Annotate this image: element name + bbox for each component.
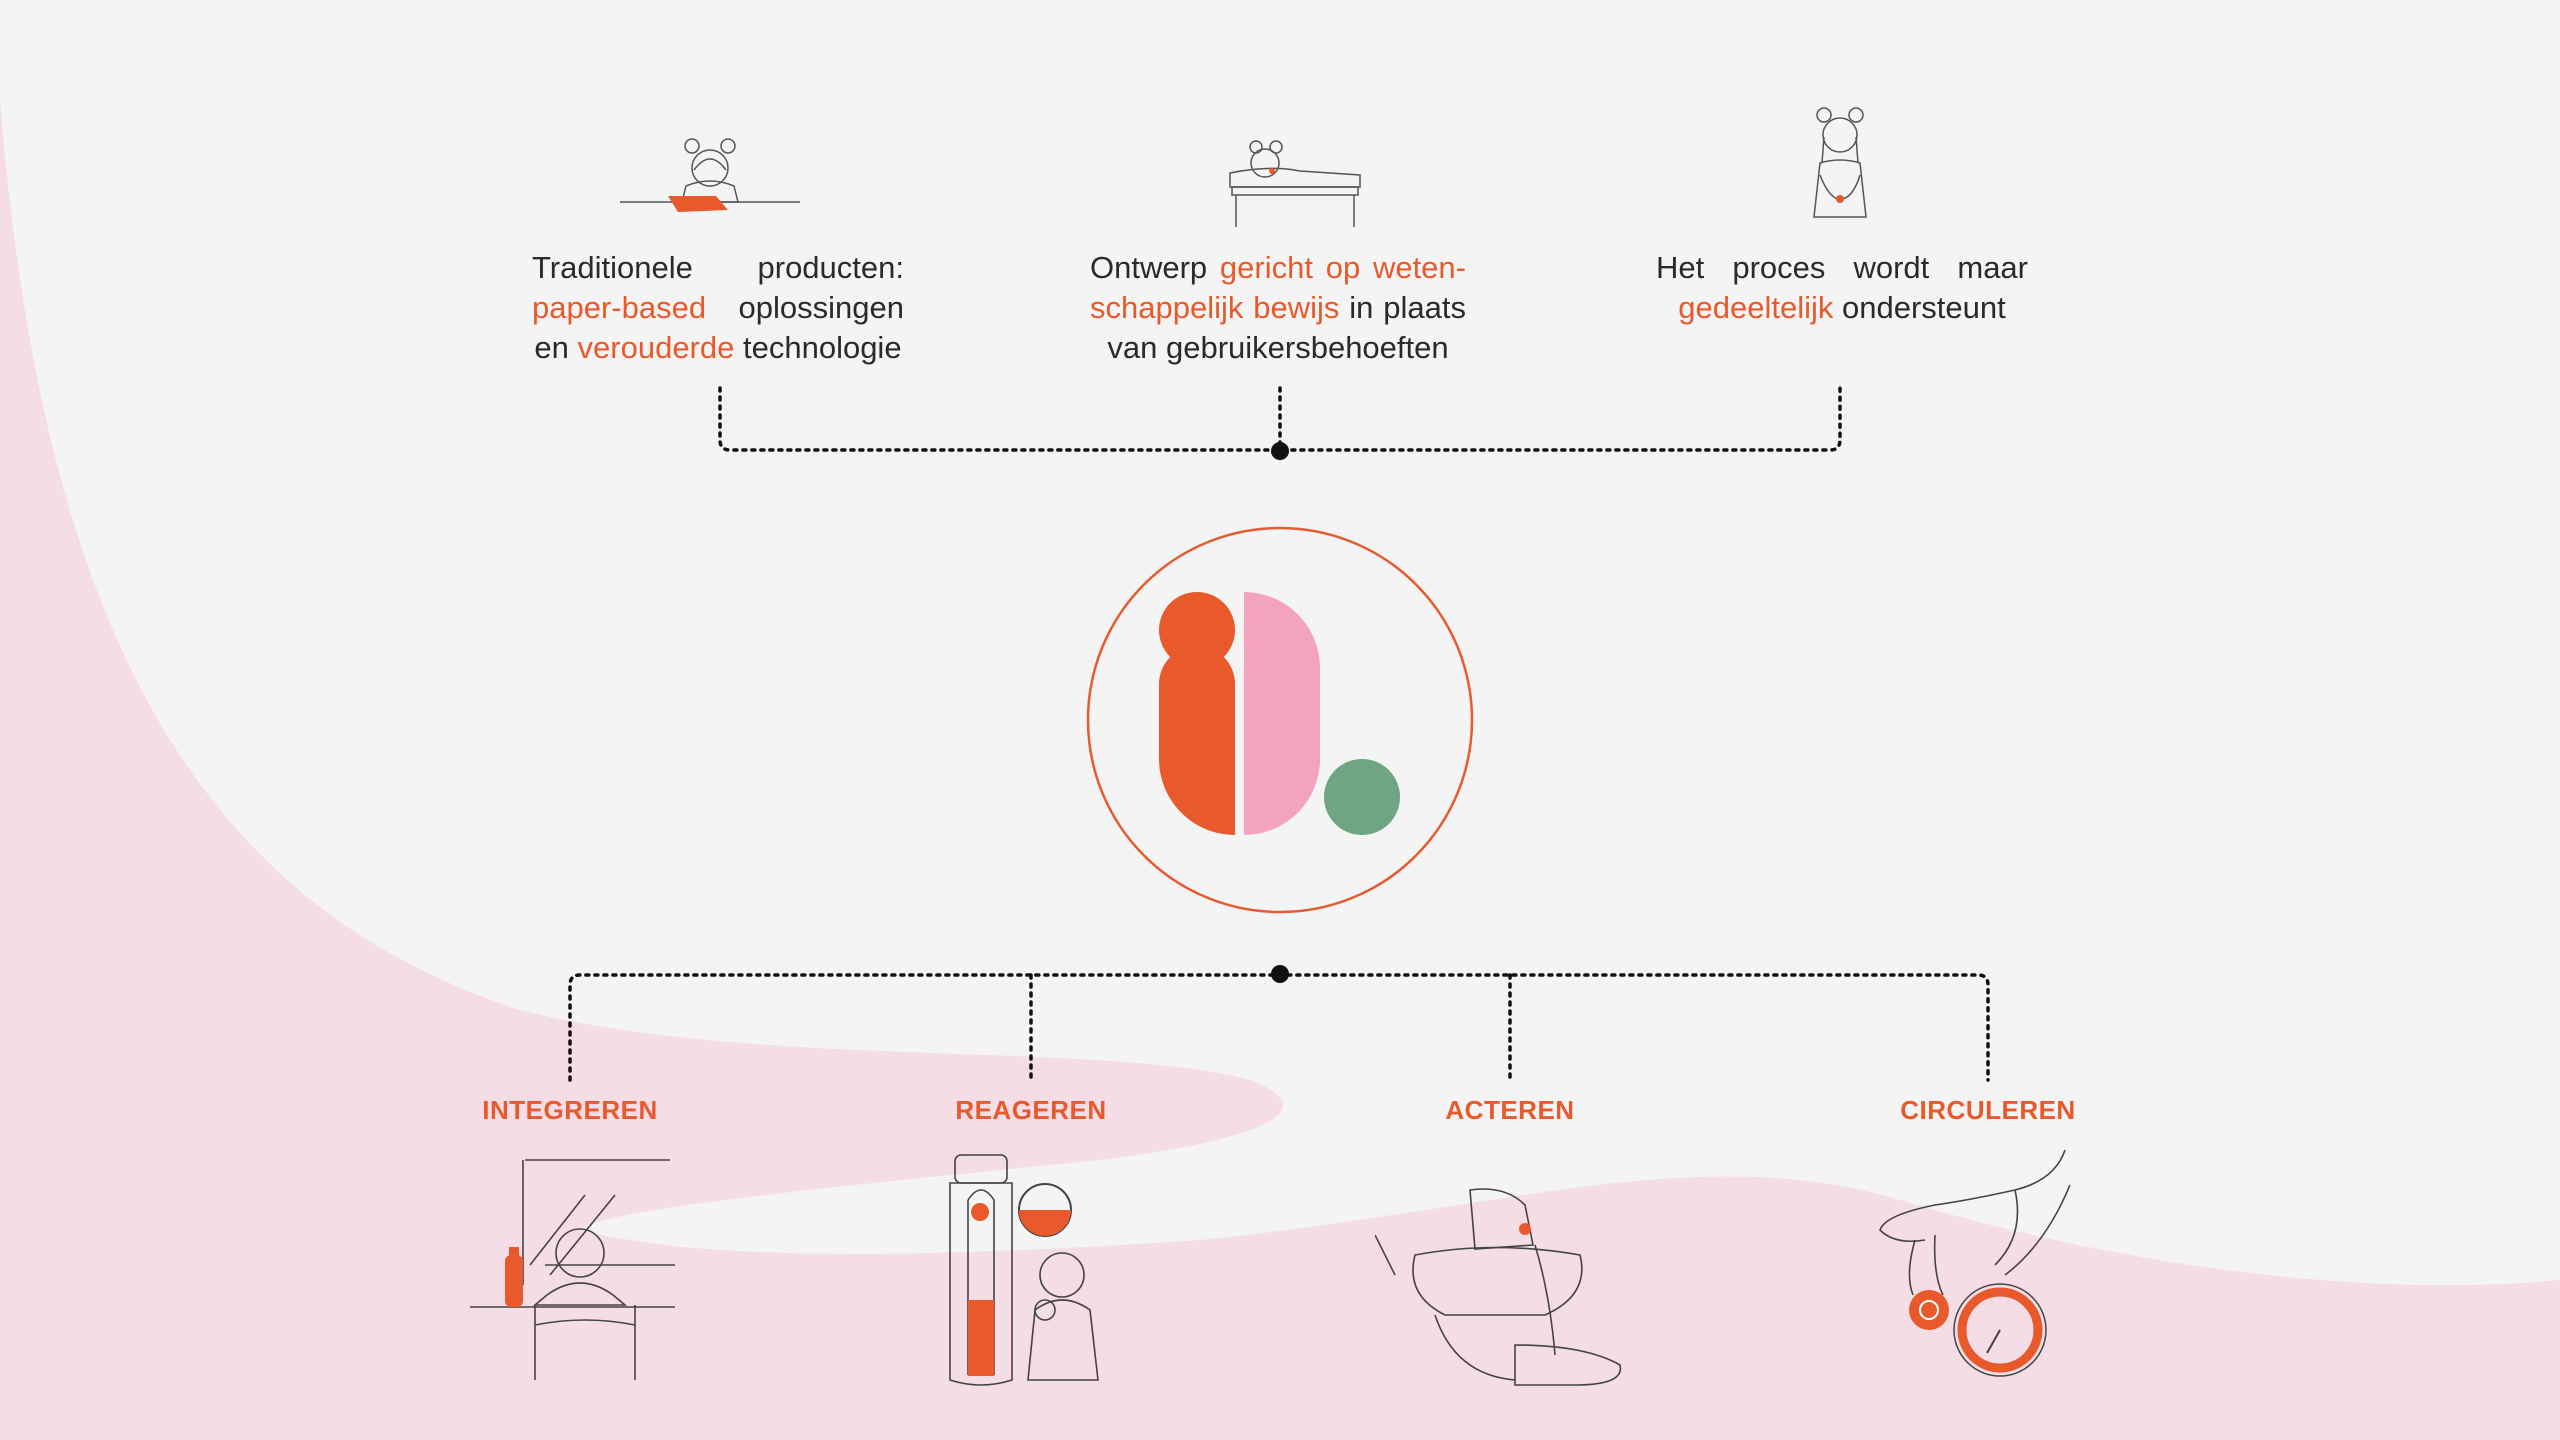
child-standing-sketch-icon: [1813, 107, 1867, 218]
problem-statement-partial-support: Het proces wordt maar gedeeltelijk onder…: [1656, 250, 2028, 325]
action-label-acteren: ACTEREN: [1445, 1095, 1575, 1125]
child-on-toilet-sketch-icon: [1375, 1188, 1622, 1386]
action-label-integreren: INTEGREREN: [482, 1095, 658, 1125]
child-sleeping-sketch-icon: [1229, 140, 1361, 227]
junction-dot-bottom: [1271, 965, 1289, 983]
child-drawing-sketch-icon: [620, 138, 800, 212]
brand-logo: [1086, 526, 1474, 914]
water-bottle-and-child-drinking-sketch-icon: [949, 1154, 1099, 1386]
child-at-table-with-bottle-sketch-icon: [470, 1159, 675, 1380]
problem-statement-scientific-design: Ontwerp gericht op weten-schappelijk bew…: [1090, 250, 1466, 365]
junction-dot-top: [1271, 442, 1289, 460]
problem-statement-traditional-products: Traditionele producten: paper-based oplo…: [532, 250, 904, 365]
action-label-reageren: REAGEREN: [955, 1095, 1107, 1125]
action-label-circuleren: CIRCULEREN: [1900, 1095, 2076, 1125]
logo-stem-orange: [1159, 646, 1235, 835]
hand-with-timer-sketch-icon: [1879, 1149, 2071, 1377]
logo-dot-green: [1324, 759, 1400, 835]
logo-half-pink: [1244, 592, 1320, 835]
logo-dot-orange: [1159, 592, 1235, 668]
